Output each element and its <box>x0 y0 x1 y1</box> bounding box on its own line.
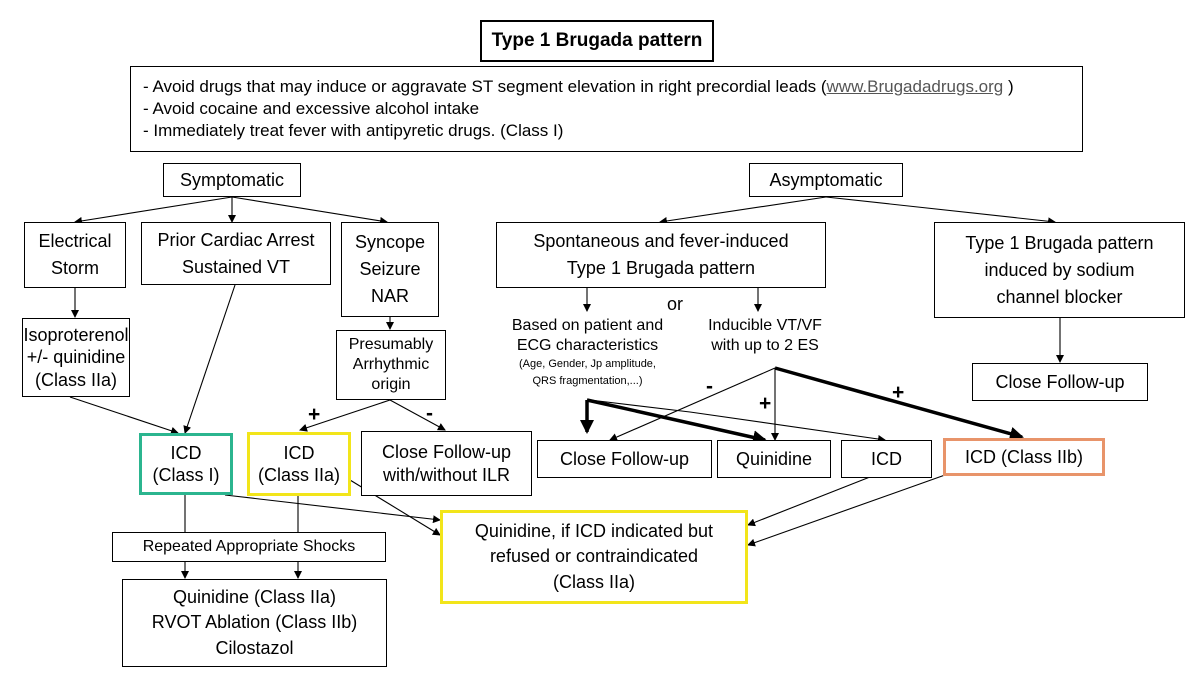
advice-line-2: - Avoid cocaine and excessive alcohol in… <box>143 98 480 118</box>
close-followup-ilr-box: Close Follow-up with/without ILR <box>361 431 532 496</box>
plus-label: + <box>308 403 321 426</box>
icd-class-iib-box: ICD (Class IIb) <box>943 438 1105 476</box>
close-followup-right-box: Close Follow-up <box>972 363 1148 401</box>
quinidine-refused-box: Quinidine, if ICD indicated but refused … <box>440 510 748 604</box>
icd-class-iia-box: ICD (Class IIa) <box>247 432 351 496</box>
brugada-drugs-link[interactable]: www.Brugadadrugs.org <box>826 76 1004 96</box>
patient-ecg-criteria: Based on patient and ECG characteristics… <box>511 317 664 387</box>
or-label: or <box>666 294 683 314</box>
title-box: Type 1 Brugada pattern <box>480 20 714 62</box>
minus-label: - <box>426 402 433 425</box>
asymptomatic-box: Asymptomatic <box>749 163 903 197</box>
repeated-shocks-box: Repeated Appropriate Shocks <box>112 532 386 562</box>
inducible-vtvf-label: Inducible VT/VF with up to 2 ES <box>708 317 822 354</box>
spontaneous-pattern-box: Spontaneous and fever-induced Type 1 Bru… <box>496 222 826 288</box>
arrhythmic-origin-box: Presumably Arrhythmic origin <box>336 330 446 400</box>
advice-line-1: - Avoid drugs that may induce or aggrava… <box>143 76 1014 96</box>
induced-pattern-box: Type 1 Brugada pattern induced by sodium… <box>934 222 1185 318</box>
advice-line-3: - Immediately treat fever with antipyret… <box>143 121 564 141</box>
close-followup-box: Close Follow-up <box>537 440 712 478</box>
plus-label-icd: + <box>892 381 905 404</box>
electrical-storm-box: Electrical Storm <box>24 222 126 288</box>
icd-box: ICD <box>841 440 932 478</box>
therapies-box: Quinidine (Class IIa) RVOT Ablation (Cla… <box>122 579 387 667</box>
quinidine-box: Quinidine <box>717 440 831 478</box>
isoproterenol-box: Isoproterenol +/- quinidine (Class IIa) <box>22 318 130 397</box>
syncope-box: Syncope Seizure NAR <box>341 222 439 317</box>
icd-class-i-box: ICD (Class I) <box>139 433 233 495</box>
plus-label-quinidine: + <box>759 392 772 415</box>
minus-label-asym: - <box>706 375 713 398</box>
symptomatic-box: Symptomatic <box>163 163 301 197</box>
general-advice-box: - Avoid drugs that may induce or aggrava… <box>130 66 1083 152</box>
page-title: Type 1 Brugada pattern <box>491 30 703 52</box>
prior-cardiac-arrest-box: Prior Cardiac Arrest Sustained VT <box>141 222 331 285</box>
